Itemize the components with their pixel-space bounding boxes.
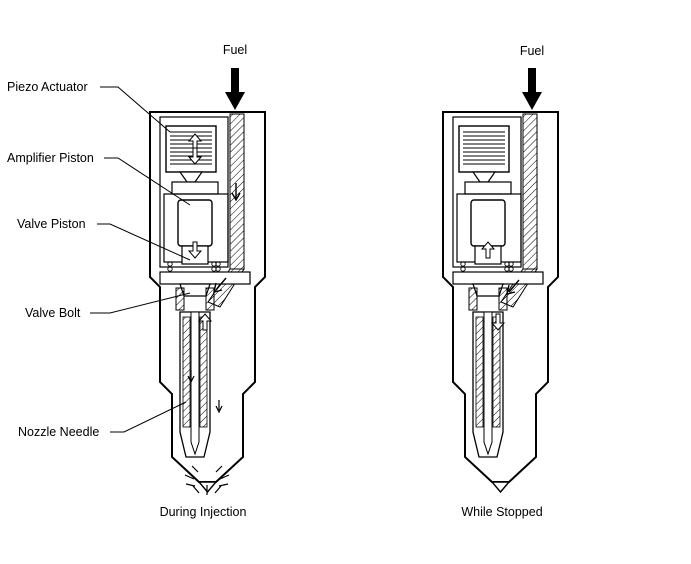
- caption-during-injection: During Injection: [159, 505, 247, 519]
- fuel-arrow-left-icon: [225, 68, 245, 110]
- label-valve-piston: Valve Piston: [17, 217, 86, 231]
- fuel-spray-icon: [184, 465, 230, 495]
- label-amplifier-piston: Amplifier Piston: [7, 151, 94, 165]
- injector-while-stopped: [442, 68, 559, 493]
- fuel-arrow-right-icon: [522, 68, 542, 110]
- label-valve-bolt: Valve Bolt: [25, 306, 81, 320]
- caption-while-stopped: While Stopped: [461, 505, 543, 519]
- injector-during-injection: [149, 68, 266, 495]
- label-piezo-actuator: Piezo Actuator: [7, 80, 88, 94]
- fuel-label-left: Fuel: [222, 43, 248, 57]
- label-nozzle-needle: Nozzle Needle: [18, 425, 100, 439]
- leader-lines: [90, 86, 191, 433]
- fuel-label-right: Fuel: [519, 44, 545, 58]
